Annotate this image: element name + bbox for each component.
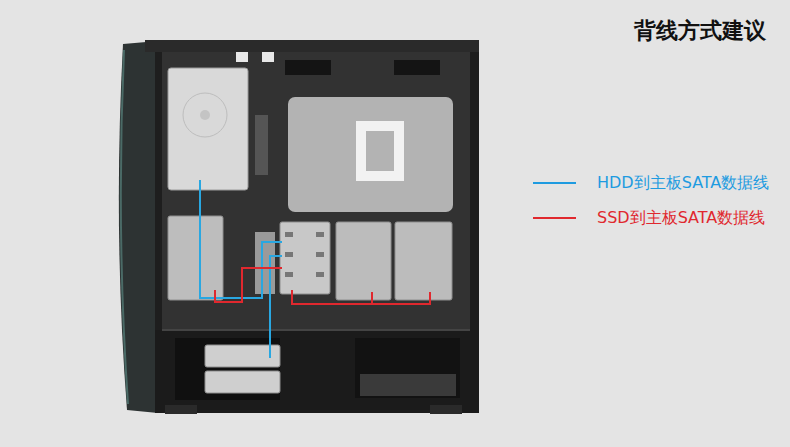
sata-hub: [280, 222, 330, 294]
case-body: [155, 40, 479, 413]
hdd-detail: [183, 93, 227, 137]
fan-slot: [394, 60, 440, 75]
cpu-cutout-inner: [366, 131, 394, 171]
hdd-35: [168, 68, 248, 190]
grille: [360, 374, 456, 396]
shroud-edge: [162, 329, 470, 331]
port: [316, 252, 324, 257]
front-panel: [119, 41, 158, 413]
port: [316, 232, 324, 237]
hdd-cable: [200, 180, 282, 358]
foot: [430, 405, 462, 414]
ssd: [168, 216, 223, 300]
hdd-detail: [200, 110, 210, 120]
legend-line: [533, 217, 576, 219]
port: [316, 272, 324, 277]
cable-slot: [255, 115, 268, 175]
hdd-lower: [205, 371, 280, 393]
ssd-cable-path: [215, 268, 282, 302]
front-panel-edge: [121, 50, 128, 404]
ssd-cable: [215, 268, 430, 304]
psu-bay: [355, 338, 460, 398]
psu-shroud: [155, 330, 479, 413]
title: 背线方式建议: [634, 16, 766, 46]
top-rail: [145, 40, 479, 52]
legend-line: [533, 182, 576, 184]
rear-panel: [162, 52, 470, 330]
legend-text: HDD到主板SATA数据线: [597, 173, 769, 194]
ssd: [395, 222, 452, 300]
cpu-cutout: [356, 121, 404, 181]
bracket: [262, 52, 274, 62]
fan-slot: [285, 60, 331, 75]
ssd: [336, 222, 391, 300]
motherboard-tray: [288, 97, 453, 212]
ssd-cable-path: [292, 290, 372, 304]
port: [285, 232, 293, 237]
bracket: [236, 52, 248, 62]
foot: [165, 405, 197, 414]
port: [285, 272, 293, 277]
ssd-cable-path: [372, 292, 430, 304]
port: [285, 252, 293, 257]
hdd-lower: [205, 345, 280, 367]
legend-text: SSD到主板SATA数据线: [597, 208, 765, 229]
hdd-cage-bay: [175, 338, 280, 400]
hdd-cable-path: [270, 256, 282, 358]
